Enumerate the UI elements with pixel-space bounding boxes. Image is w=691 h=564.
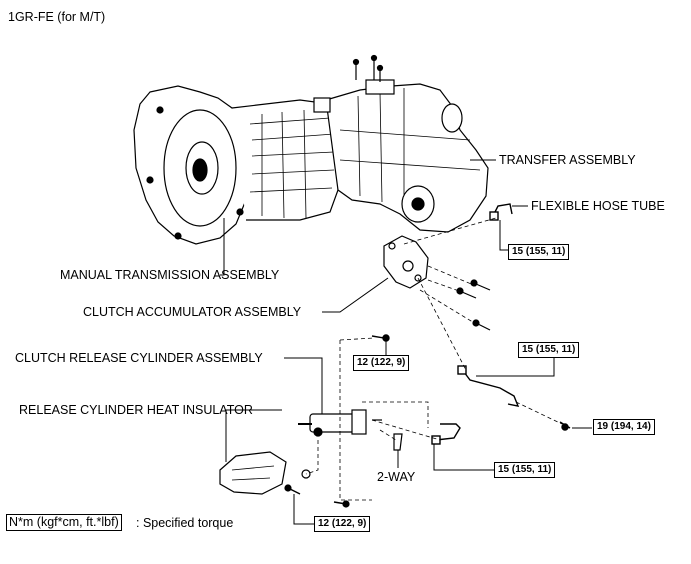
legend-units-box: N*m (kgf*cm, ft.*lbf) — [6, 514, 122, 531]
heat-insulator-illustration — [219, 451, 350, 508]
clutch-accumulator-assembly-label: CLUTCH ACCUMULATOR ASSEMBLY — [83, 305, 302, 319]
flexible-hose-tube-label: FLEXIBLE HOSE TUBE — [531, 199, 665, 213]
torque-release-cylinder-bolt: 12 (122, 9) — [353, 355, 410, 371]
legend-description: : Specified torque — [136, 516, 234, 530]
torque-insulator-bolt: 12 (122, 9) — [314, 516, 371, 532]
clutch-release-cylinder-illustration — [298, 409, 403, 451]
accumulator-bolts — [456, 279, 491, 331]
release-cylinder-heat-insulator-label: RELEASE CYLINDER HEAT INSULATOR — [19, 403, 253, 417]
clutch-release-cylinder-assembly-label: CLUTCH RELEASE CYLINDER ASSEMBLY — [15, 351, 263, 365]
torque-line-upper: 15 (155, 11) — [518, 342, 580, 358]
torque-line-right: 19 (194, 14) — [593, 419, 655, 435]
clutch-line-pipes — [431, 365, 571, 445]
transfer-assembly-label: TRANSFER ASSEMBLY — [499, 153, 636, 167]
diagram-title: 1GR-FE (for M/T) — [8, 10, 106, 24]
manual-transmission-assembly-label: MANUAL TRANSMISSION ASSEMBLY — [60, 268, 280, 282]
torque-line-lower: 15 (155, 11) — [494, 462, 556, 478]
two-way-label: 2-WAY — [377, 470, 416, 484]
transfer-assembly-illustration — [313, 54, 489, 233]
flexible-hose-tube-illustration — [489, 203, 513, 221]
assembly-dashed-lines — [305, 217, 563, 501]
torque-flexible-hose-tube: 15 (155, 11) — [508, 244, 570, 260]
leader-lines — [220, 159, 592, 525]
manual-transmission-illustration — [133, 85, 341, 245]
